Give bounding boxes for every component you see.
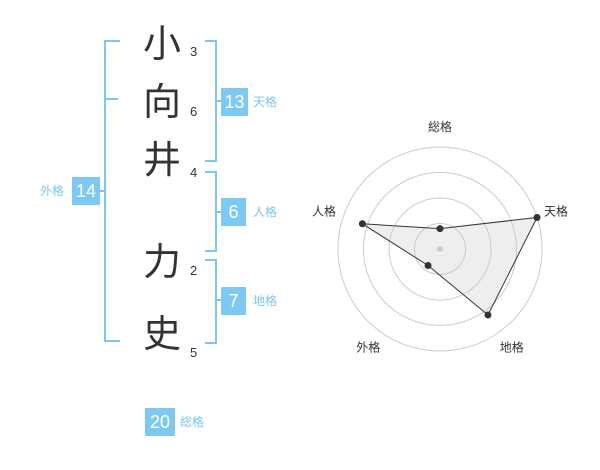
- gaikaku-label: 外格: [40, 184, 65, 198]
- radar-point-5: [358, 220, 366, 228]
- tenkaku-value: 13: [221, 88, 248, 116]
- radar-axis-label-4: 外格: [356, 340, 380, 355]
- gaikaku-bracket-tick-top: [106, 98, 118, 100]
- radar-axis-label-1: 総格: [428, 119, 452, 134]
- stroke-count-4: 2: [190, 263, 198, 278]
- radar-ring-4: [337, 146, 543, 352]
- radar-axis-label-3: 地格: [500, 340, 524, 355]
- chikaku-bracket-tick: [215, 299, 223, 301]
- tenkaku-bracket-tick: [215, 100, 223, 102]
- chikaku-value: 7: [221, 287, 246, 315]
- radar-polygon: [362, 216, 538, 316]
- name-char-4: 力: [142, 240, 181, 284]
- chikaku-bracket: [205, 259, 217, 344]
- radar-point-1: [436, 225, 444, 233]
- gaikaku-bracket-tick-mid: [100, 190, 106, 192]
- radar-ring-1: [414, 223, 466, 275]
- stroke-count-3: 4: [190, 165, 198, 180]
- jinkaku-bracket-tick: [215, 211, 223, 213]
- chikaku-label: 地格: [253, 294, 278, 308]
- jinkaku-label: 人格: [253, 205, 278, 219]
- name-char-2: 向: [142, 80, 181, 124]
- radar-point-4: [424, 262, 432, 270]
- radar-axis-label-5: 人格: [312, 203, 336, 218]
- stroke-count-2: 6: [190, 104, 198, 119]
- radar-center-dot: [437, 246, 443, 252]
- name-char-5: 史: [142, 312, 181, 356]
- radar-point-2: [533, 213, 541, 221]
- name-char-1: 小: [142, 22, 181, 66]
- radar-ring-2: [388, 197, 492, 301]
- stroke-count-1: 3: [190, 44, 198, 59]
- radar-point-3: [484, 311, 492, 319]
- tenkaku-label: 天格: [253, 95, 278, 109]
- radar-axis-label-2: 天格: [544, 203, 568, 218]
- stroke-count-5: 5: [190, 345, 198, 360]
- radar-ring-3: [363, 172, 517, 326]
- soukaku-value: 20: [145, 408, 175, 436]
- gaikaku-value: 14: [72, 177, 100, 205]
- soukaku-label: 総格: [180, 415, 205, 429]
- jinkaku-value: 6: [221, 198, 246, 226]
- name-char-3: 井: [142, 138, 181, 182]
